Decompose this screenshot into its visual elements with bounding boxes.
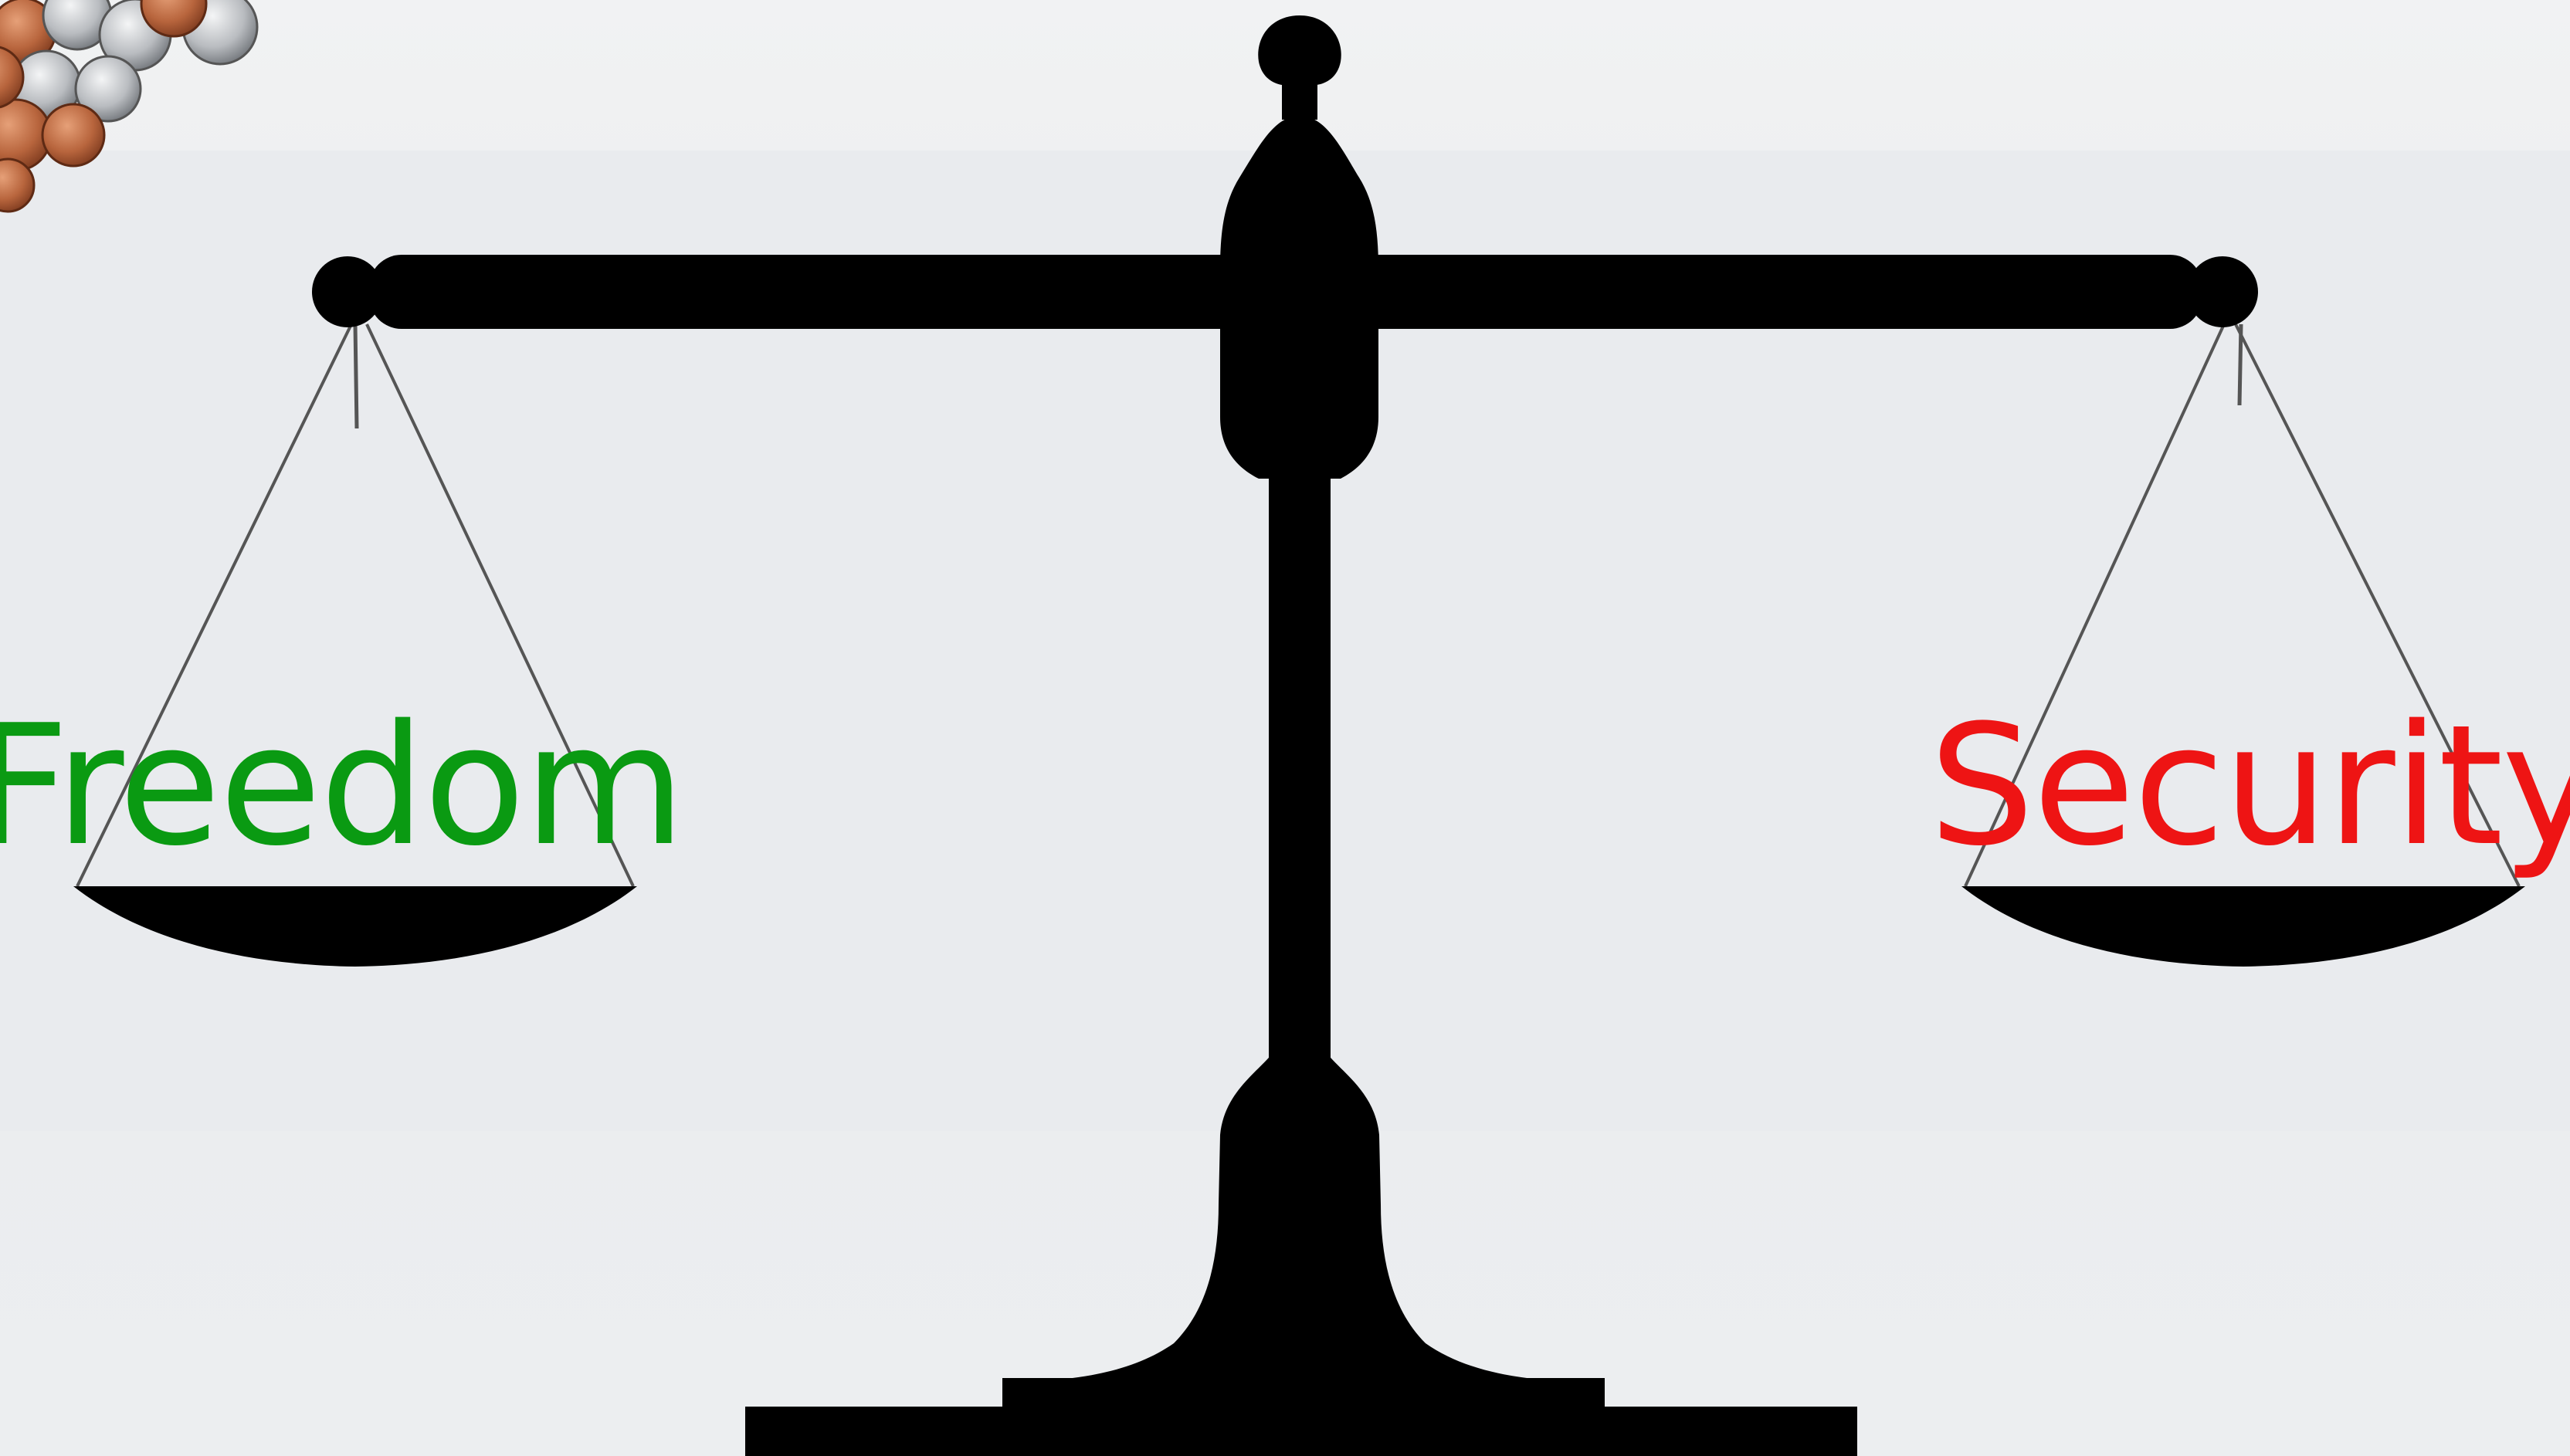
scale-beam: [312, 255, 2258, 329]
freedom-label: Freedom: [0, 703, 684, 869]
security-label: Security: [1929, 703, 2570, 869]
